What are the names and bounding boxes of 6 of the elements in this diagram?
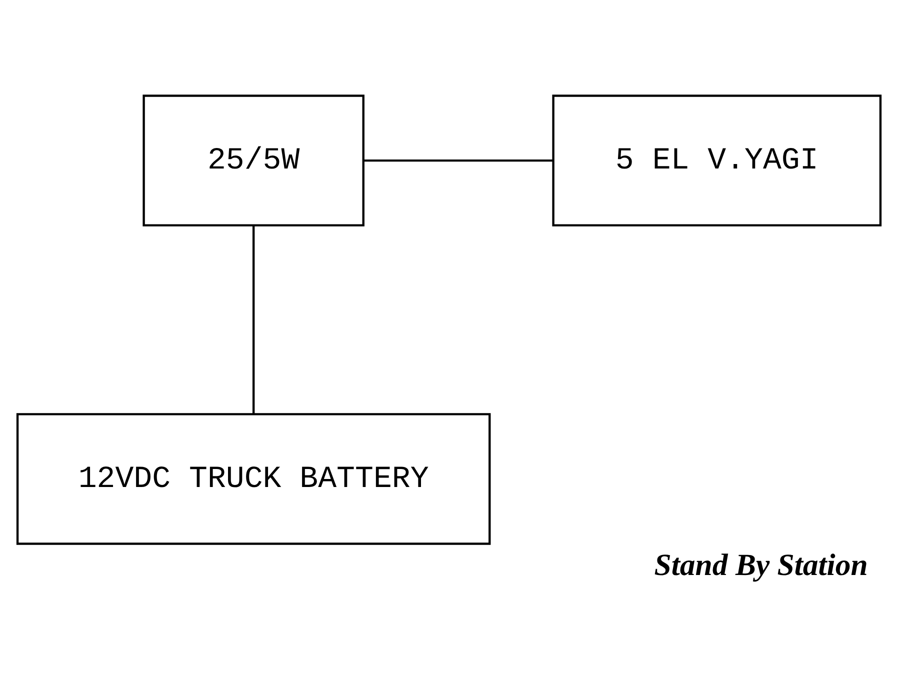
connector xyxy=(364,159,553,162)
connector xyxy=(252,226,255,414)
caption: Stand By Station xyxy=(654,548,868,582)
node-box: 12VDC TRUCK BATTERY xyxy=(16,413,491,545)
node-box: 25/5W xyxy=(142,94,364,226)
node-box: 5 EL V.YAGI xyxy=(552,94,882,226)
